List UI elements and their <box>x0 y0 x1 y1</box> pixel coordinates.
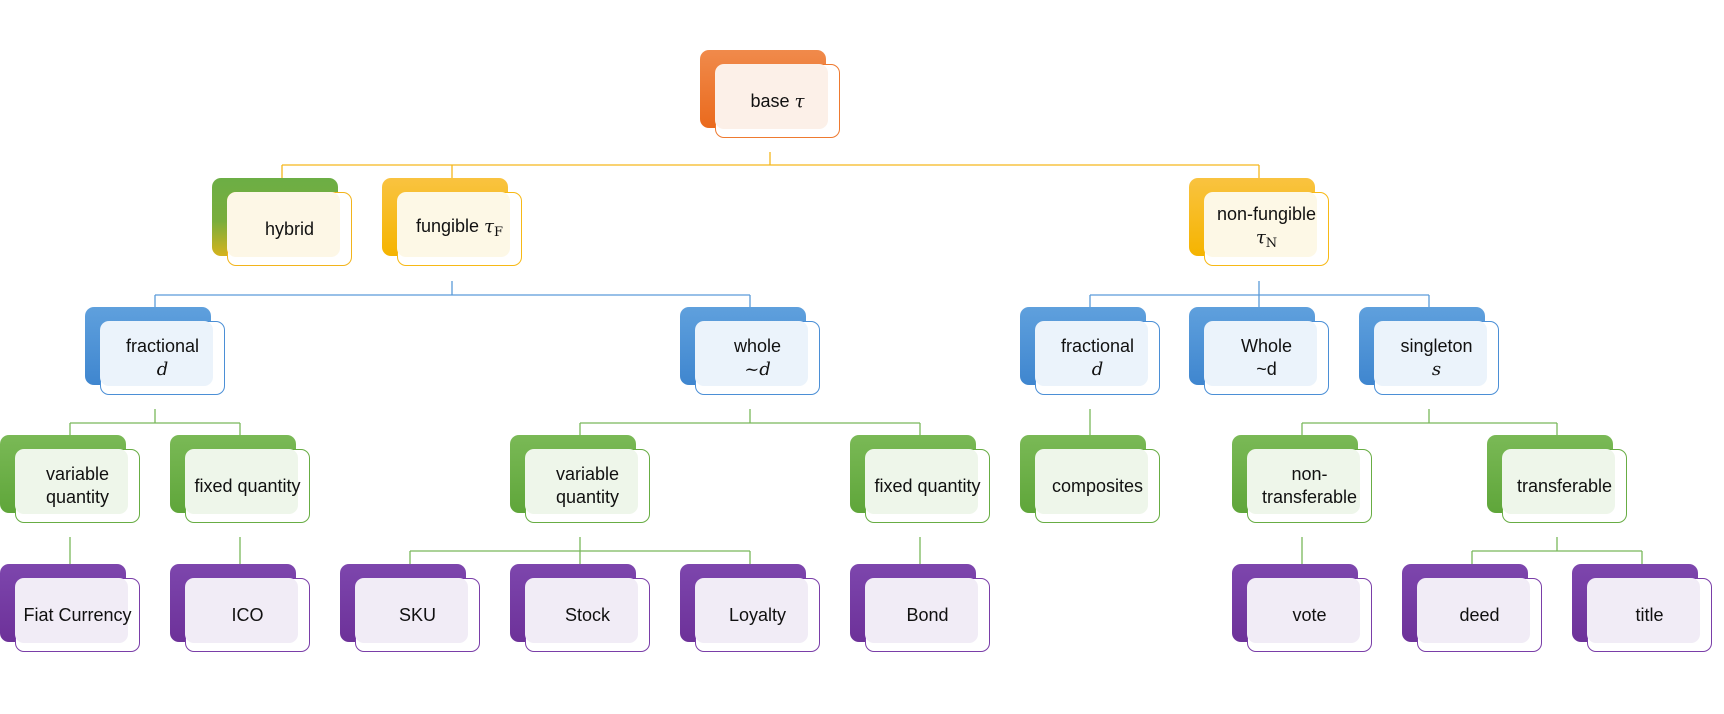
node-title-label: title <box>1635 604 1664 625</box>
edges-fungible <box>154 281 751 321</box>
node-fungible-whole-symbol: ~d <box>744 359 771 380</box>
node-non-fungible-symbol: τN <box>1255 227 1278 251</box>
node-deed: deed <box>1402 564 1542 652</box>
node-fungible-label: fungible <box>415 215 480 236</box>
node-transferable: transferable <box>1487 435 1627 523</box>
node-fungible-symbol: τF <box>484 215 504 240</box>
node-non-transferable: non-transferable <box>1232 435 1372 523</box>
node-fungible-fractional-label: fractional <box>125 336 200 356</box>
node-composites: composites <box>1020 435 1160 523</box>
node-non-fungible-fractional-symbol: d <box>1091 359 1104 380</box>
node-bond-label: Bond <box>906 604 949 625</box>
node-loyalty-label: Loyalty <box>728 604 787 625</box>
node-whole-variable-quantity-label: variable quantity <box>555 464 620 507</box>
node-fractional-fixed-quantity: fixed quantity <box>170 435 310 523</box>
node-vote-label: vote <box>1292 604 1327 625</box>
node-fungible-whole: whole ~d <box>680 307 820 395</box>
node-fungible: fungible τF <box>382 178 522 266</box>
node-fiat-currency: Fiat Currency <box>0 564 140 652</box>
node-singleton: singleton s <box>1359 307 1499 395</box>
node-whole-fixed-quantity-label: fixed quantity <box>874 475 981 496</box>
node-deed-label: deed <box>1459 604 1500 625</box>
node-base-symbol: τ <box>794 90 805 112</box>
node-non-fungible-fractional-label: fractional <box>1060 336 1135 356</box>
node-non-fungible-label: non-fungible <box>1216 204 1317 224</box>
node-fungible-whole-label: whole <box>733 336 782 356</box>
node-fungible-fractional-symbol: d <box>156 359 169 380</box>
node-stock: Stock <box>510 564 650 652</box>
node-base-label: base <box>750 90 790 111</box>
node-composites-label: composites <box>1051 475 1144 496</box>
node-non-fungible-whole-symbol: ~d <box>1256 359 1277 379</box>
node-stock-label: Stock <box>564 604 611 625</box>
node-singleton-symbol: s <box>1431 359 1442 380</box>
node-hybrid: hybrid <box>212 178 352 266</box>
node-non-fungible-whole: Whole ~d <box>1189 307 1329 395</box>
node-bond: Bond <box>850 564 990 652</box>
node-loyalty: Loyalty <box>680 564 820 652</box>
node-whole-fixed-quantity: fixed quantity <box>850 435 990 523</box>
node-non-fungible: non-fungible τN <box>1189 178 1329 266</box>
node-vote: vote <box>1232 564 1372 652</box>
node-non-fungible-fractional: fractional d <box>1020 307 1160 395</box>
node-sku: SKU <box>340 564 480 652</box>
node-fractional-variable-quantity-label: variable quantity <box>45 464 110 507</box>
node-hybrid-label: hybrid <box>264 218 315 239</box>
node-fractional-variable-quantity: variable quantity <box>0 435 140 523</box>
node-fractional-fixed-quantity-label: fixed quantity <box>194 475 301 496</box>
node-whole-variable-quantity: variable quantity <box>510 435 650 523</box>
node-singleton-label: singleton <box>1400 336 1473 356</box>
node-transferable-label: transferable <box>1516 475 1613 496</box>
node-sku-label: SKU <box>398 604 436 625</box>
node-fungible-fractional: fractional d <box>85 307 225 395</box>
node-ico-label: ICO <box>231 604 264 625</box>
node-base: base τ <box>700 50 840 138</box>
node-non-fungible-whole-label: Whole <box>1240 336 1293 356</box>
node-non-transferable-label: non-transferable <box>1261 464 1358 507</box>
node-ico: ICO <box>170 564 310 652</box>
node-fiat-currency-label: Fiat Currency <box>23 604 132 625</box>
node-title: title <box>1572 564 1712 652</box>
